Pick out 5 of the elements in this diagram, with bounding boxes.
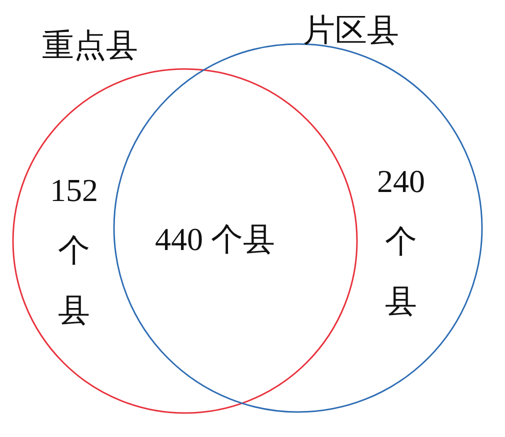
count-label: 440 个县 bbox=[155, 222, 275, 258]
count-label: 240个县 bbox=[376, 162, 426, 321]
set-title: 片区县 bbox=[303, 13, 399, 48]
count-label: 152个县 bbox=[49, 171, 99, 330]
set-title: 重点县 bbox=[42, 28, 138, 64]
